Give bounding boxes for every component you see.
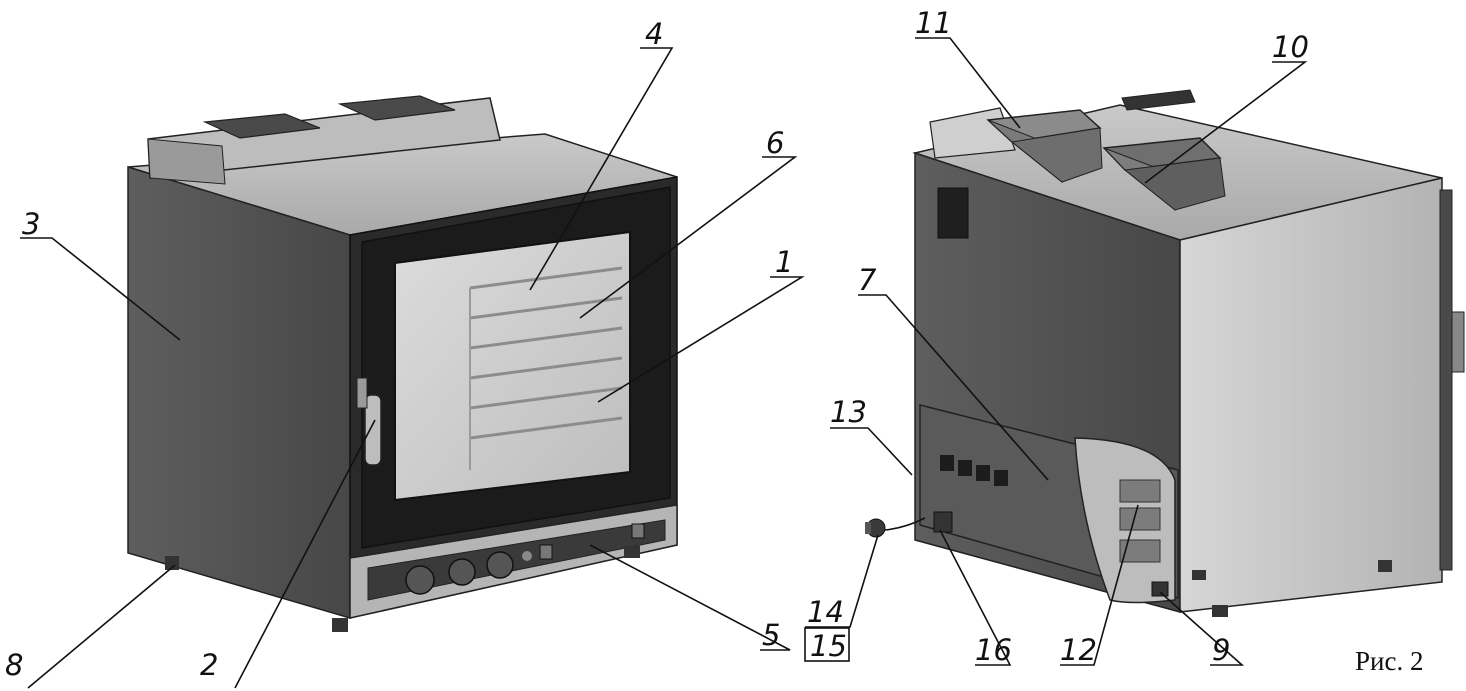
fan-box-right [337, 95, 456, 121]
callout-3: 3 [22, 207, 40, 241]
control-knob-3 [486, 551, 514, 579]
rear-foot-left [1192, 570, 1206, 580]
callout-5: 5 [762, 618, 780, 652]
foot-left [165, 556, 179, 570]
leader-lines [20, 37, 1308, 689]
figure-label: Рис. 2 [1355, 646, 1423, 676]
label-15-box [804, 627, 850, 662]
oven-front-view [127, 95, 678, 632]
rear-top-handle [1121, 89, 1196, 111]
callout-12: 12 [1060, 633, 1097, 667]
control-display [631, 523, 645, 539]
callout-9: 9 [1212, 633, 1230, 667]
rear-right-side [1179, 177, 1443, 613]
control-knob-2 [448, 558, 476, 586]
terminal-box-16 [933, 511, 953, 533]
callout-16: 16 [975, 633, 1012, 667]
oven-left-side [127, 165, 351, 620]
callout-6: 6 [766, 126, 784, 160]
fan-box-11-side [1010, 127, 1103, 183]
door-glass [394, 230, 631, 502]
indicator-light [522, 551, 532, 561]
right-side-door-edge [1439, 189, 1453, 571]
control-knob-1 [405, 565, 435, 595]
fan-box-10-side [1123, 157, 1226, 211]
foot-right [624, 546, 640, 558]
terminal-box-9 [1151, 581, 1169, 597]
oven-shelves [469, 266, 623, 440]
callout-14: 14 [807, 595, 844, 629]
callout-10: 10 [1272, 30, 1309, 64]
top-rear-bar-front [147, 138, 226, 185]
control-switch [539, 544, 553, 560]
rear-foot-right [1378, 560, 1392, 572]
rear-foot-front [1212, 605, 1228, 617]
callout-7: 7 [858, 263, 877, 297]
callout-13: 13 [830, 395, 867, 429]
foot-front [332, 618, 348, 632]
power-cord [884, 517, 926, 531]
door-hinge [356, 377, 368, 409]
callout-4: 4 [645, 17, 663, 51]
fan-box-left [202, 113, 321, 139]
control-panel-inner [367, 519, 666, 601]
callout-11: 11 [915, 6, 952, 40]
oven-rear-view [865, 89, 1465, 617]
door-handle [364, 394, 382, 466]
rear-vent-slots [940, 455, 1008, 486]
power-plug-icon [865, 518, 886, 538]
rear-vent-grille [937, 187, 969, 239]
callout-15: 15 [810, 629, 847, 663]
cutaway-internals [1119, 479, 1161, 563]
right-handle [1451, 311, 1465, 373]
callout-8: 8 [5, 648, 23, 682]
callout-2: 2 [200, 648, 218, 682]
callout-1: 1 [775, 245, 793, 279]
